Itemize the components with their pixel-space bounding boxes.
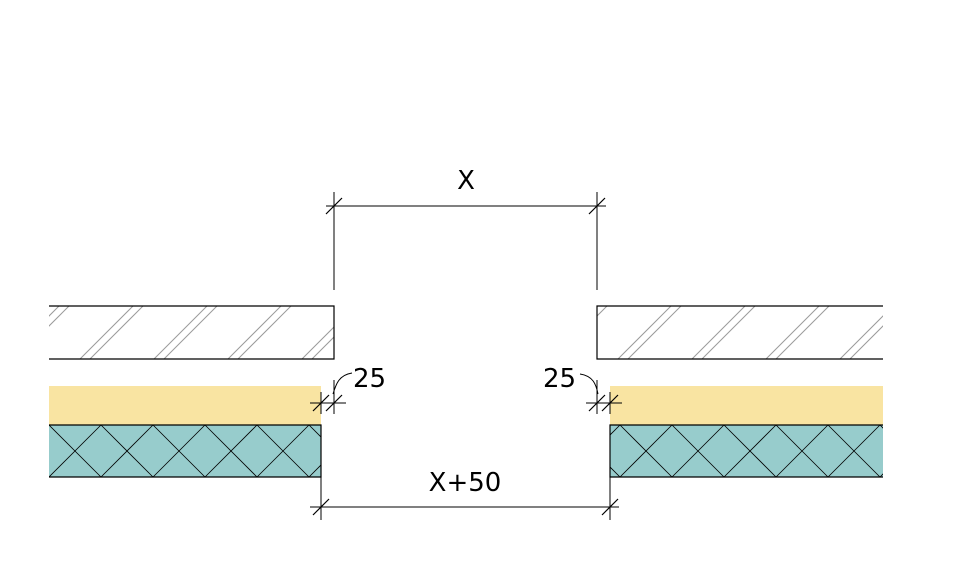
tick-mark <box>601 498 619 516</box>
tick-mark <box>312 394 330 412</box>
left-offset-dimension: 25 <box>310 364 386 414</box>
tick-mark <box>588 394 606 412</box>
tick-mark <box>588 197 606 215</box>
bottom-layer-left <box>49 424 322 478</box>
middle-layer-right <box>610 386 883 425</box>
top-dimension: X <box>325 166 606 290</box>
tick-mark <box>312 498 330 516</box>
right-offset-label: 25 <box>543 364 576 394</box>
middle-layer-left <box>49 386 321 425</box>
top-layer-right <box>596 305 883 360</box>
tick-mark <box>325 394 343 412</box>
tick-mark <box>601 394 619 412</box>
tick-mark <box>325 197 343 215</box>
bottom-layer-right <box>609 424 883 478</box>
bottom-dimension-label: X+50 <box>429 468 502 498</box>
right-offset-dimension: 25 <box>543 364 622 414</box>
bottom-dimension: X+50 <box>310 468 619 520</box>
top-dimension-label: X <box>457 166 475 196</box>
top-layer-left <box>49 305 335 360</box>
left-offset-label: 25 <box>353 364 386 394</box>
